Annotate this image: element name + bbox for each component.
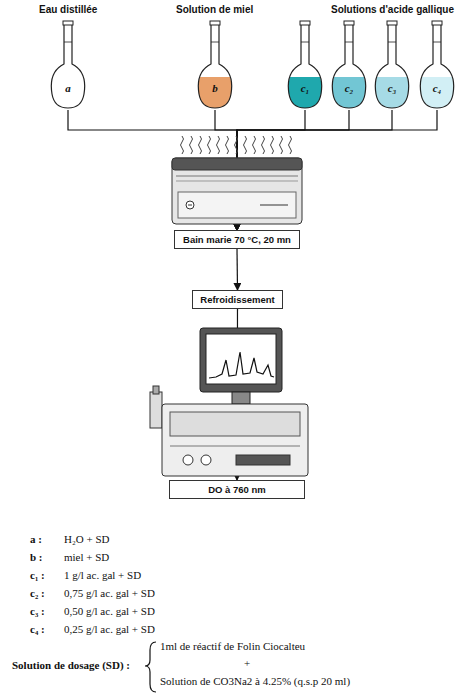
legend-note: c₄ : xyxy=(30,623,45,635)
flask-letter: b xyxy=(195,82,235,94)
step-label: DO à 760 nm xyxy=(208,484,266,495)
flask-outline xyxy=(195,20,235,110)
flask-standard: c₃ xyxy=(372,20,412,110)
brace xyxy=(145,642,156,692)
flask-outline xyxy=(329,20,369,110)
flask-outline xyxy=(48,20,88,110)
process-box: DO à 760 nm xyxy=(169,480,305,499)
flask-letter: c₁ xyxy=(285,82,325,94)
water-bath xyxy=(172,158,302,224)
column-heading: Solution de miel xyxy=(176,4,253,15)
flask-letter: c₃ xyxy=(372,82,412,94)
legend-note: 0,25 g/l ac. gal + SD xyxy=(64,623,155,635)
steam-lines xyxy=(181,136,292,154)
flask-letter: c₂ xyxy=(329,82,369,94)
flask-honey: b xyxy=(195,20,235,110)
legend-note: 0,75 g/l ac. gal + SD xyxy=(64,587,155,599)
legend-note: + xyxy=(244,657,250,669)
legend-note: miel + SD xyxy=(64,551,109,563)
column-heading: Eau distillée xyxy=(39,4,97,15)
process-box: Bain marie 70 °C, 20 mn xyxy=(174,230,300,249)
flask-standard: c₁ xyxy=(285,20,325,110)
legend-note: c₂ : xyxy=(30,587,45,599)
legend-note: Solution de dosage (SD) : xyxy=(12,659,130,671)
spectrophotometer xyxy=(150,328,308,476)
flask-water: a xyxy=(48,20,88,110)
legend-note: 1ml de réactif de Folin Ciocalteu xyxy=(160,640,305,652)
legend-note: b : xyxy=(30,551,43,563)
flask-outline xyxy=(285,20,325,110)
step-label: Refroidissement xyxy=(200,294,274,305)
step-label: Bain marie 70 °C, 20 mn xyxy=(183,234,291,245)
flask-outline xyxy=(372,20,412,110)
flask-outline xyxy=(417,20,457,110)
flow-arrow xyxy=(236,249,238,290)
legend-note: 1 g/l ac. gal + SD xyxy=(64,569,141,581)
legend-note: H₂O + SD xyxy=(64,533,110,545)
flask-standard: c₂ xyxy=(329,20,369,110)
flask-letter: c₄ xyxy=(417,82,457,94)
flask-letter: a xyxy=(48,82,88,94)
legend-note: a : xyxy=(30,533,42,545)
process-box: Refroidissement xyxy=(192,290,283,309)
legend-note: Solution de CO3Na2 à 4.25% (q.s.p 20 ml) xyxy=(160,675,350,687)
legend-note: c₁ : xyxy=(30,569,45,581)
flask-standard: c₄ xyxy=(417,20,457,110)
legend-note: c₃ : xyxy=(30,605,45,617)
legend-note: 0,50 g/l ac. gal + SD xyxy=(64,605,155,617)
column-heading: Solutions d'acide gallique xyxy=(331,4,454,15)
